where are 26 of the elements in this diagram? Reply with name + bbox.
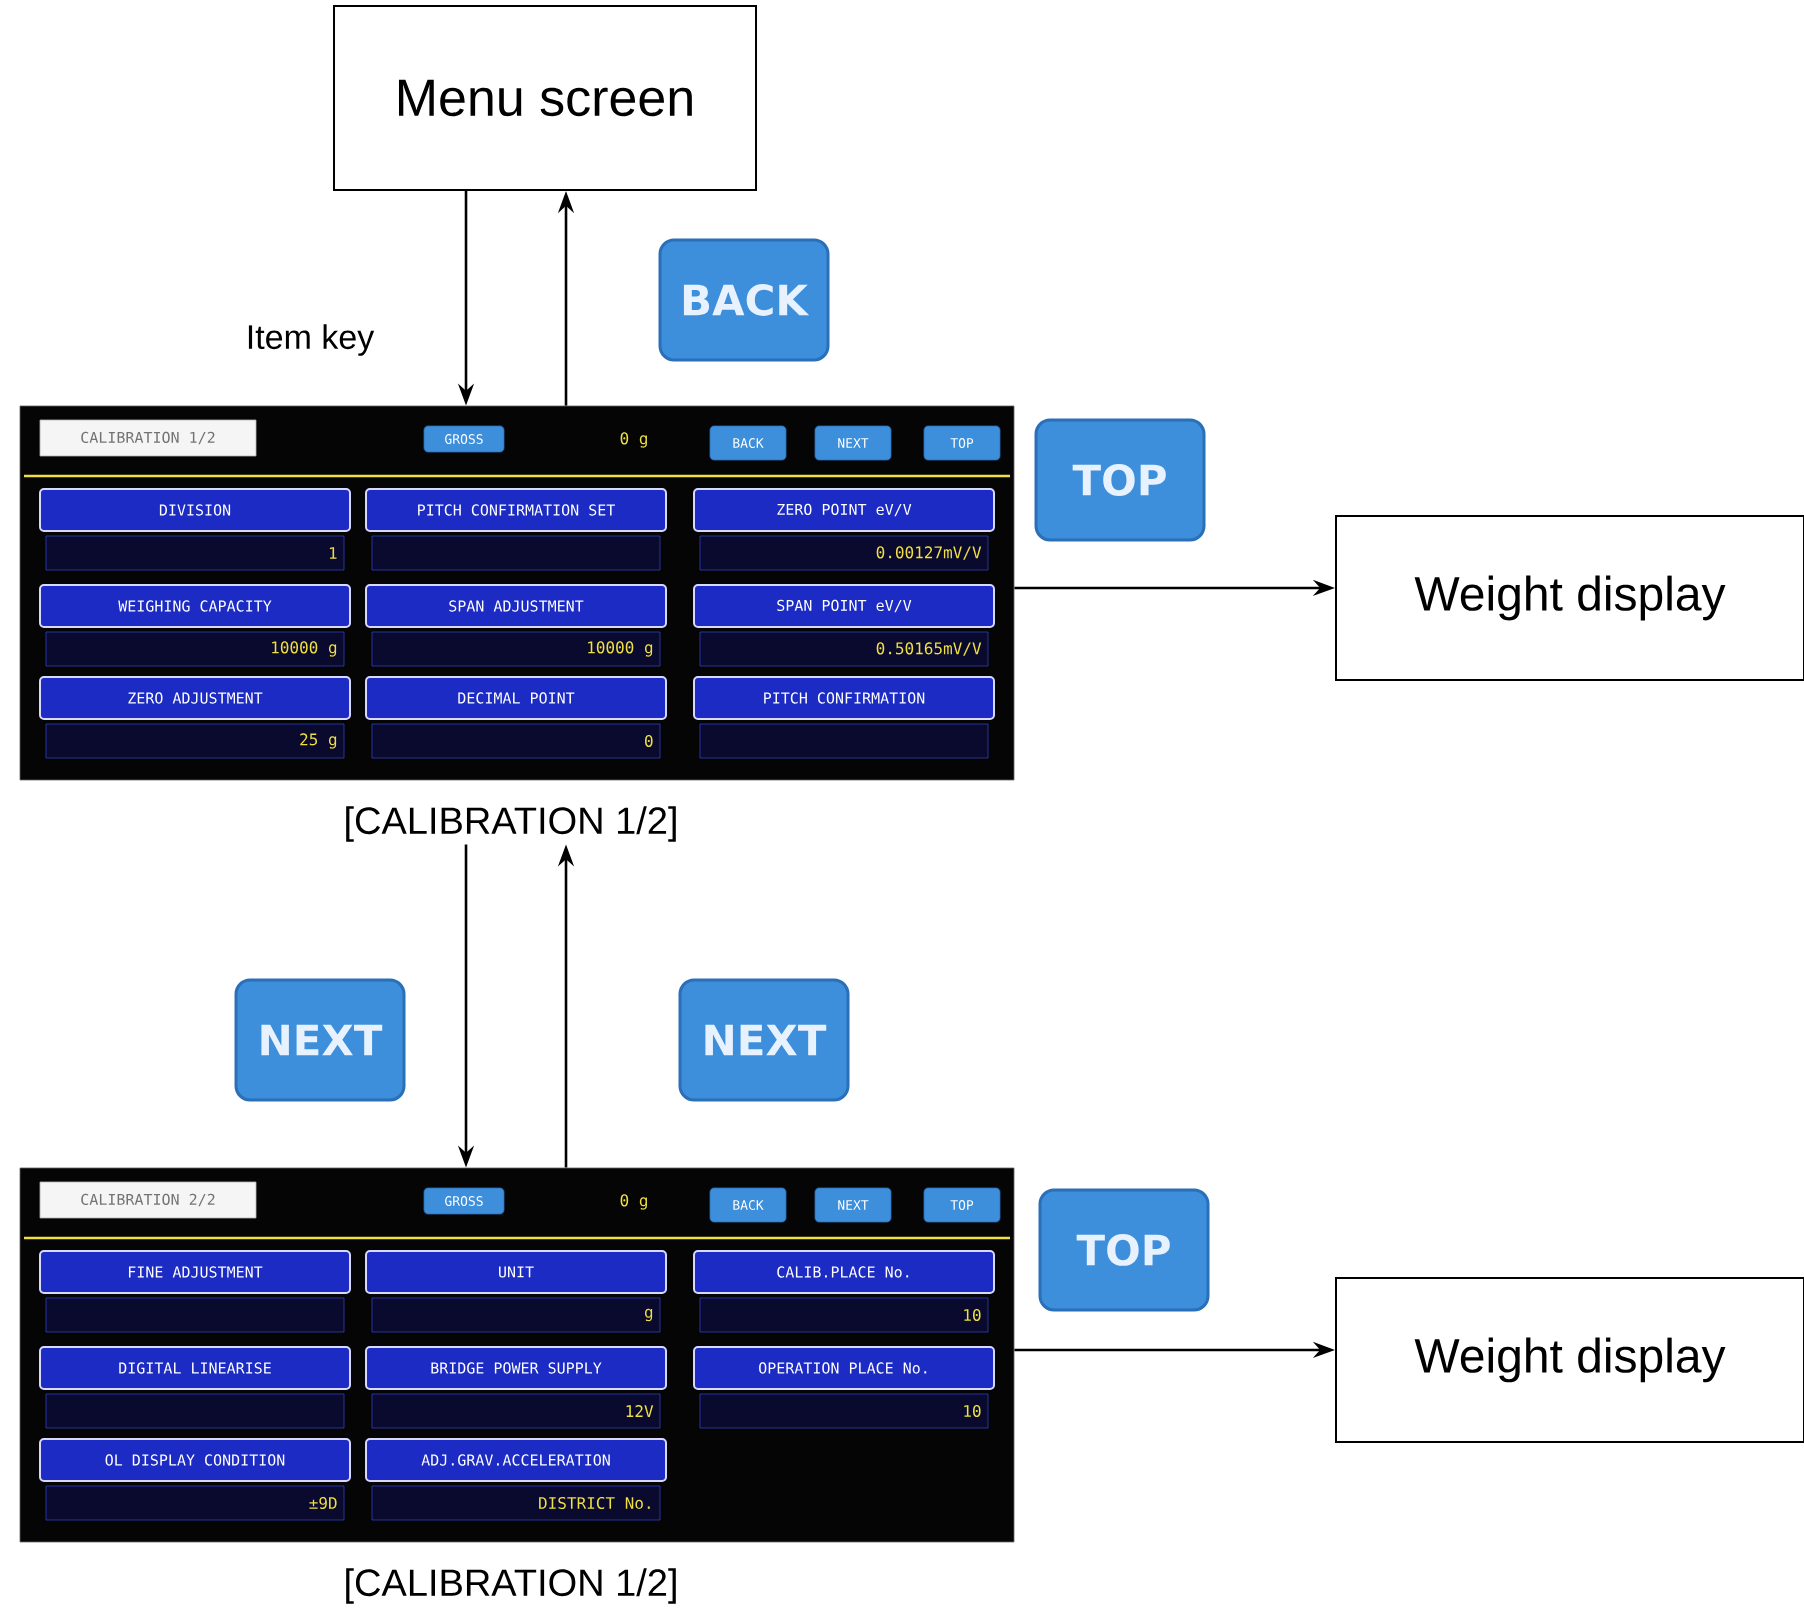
- node-label: 1: [329, 547, 337, 559]
- text-box: Menu screen: [333, 5, 757, 191]
- key-button: TOP: [1038, 1188, 1210, 1312]
- node-label: ±9D: [309, 1496, 337, 1510]
- key-button: TOP: [1034, 418, 1206, 542]
- node-label: DISTRICT No.: [539, 1496, 650, 1510]
- node-label: 10000 g: [588, 641, 653, 657]
- key-button: BACK: [658, 238, 830, 362]
- key-button: NEXT: [678, 978, 850, 1102]
- node-label: 10000 g: [272, 641, 337, 657]
- node-label: 10: [964, 1404, 981, 1418]
- text-box: Weight display: [1335, 515, 1804, 681]
- edge-label: Item key: [243, 322, 377, 358]
- screen-caption: [CALIBRATION 1/2]: [346, 1568, 676, 1604]
- node-label: 10: [964, 1308, 981, 1322]
- screen-caption: [CALIBRATION 1/2]: [346, 806, 676, 842]
- key-button: NEXT: [234, 978, 406, 1102]
- weight-readout: 0 g: [620, 1194, 647, 1210]
- text-box: Weight display: [1335, 1277, 1804, 1443]
- weight-readout: 0 g: [620, 432, 647, 448]
- node-label: 0: [645, 734, 653, 748]
- node-label: g: [644, 1308, 653, 1322]
- node-label: 0.00127mV/V: [876, 546, 982, 560]
- node-label: 12V: [626, 1405, 654, 1417]
- node-label: 0.50165mV/V: [876, 642, 982, 656]
- node-label: 25 g: [300, 733, 337, 749]
